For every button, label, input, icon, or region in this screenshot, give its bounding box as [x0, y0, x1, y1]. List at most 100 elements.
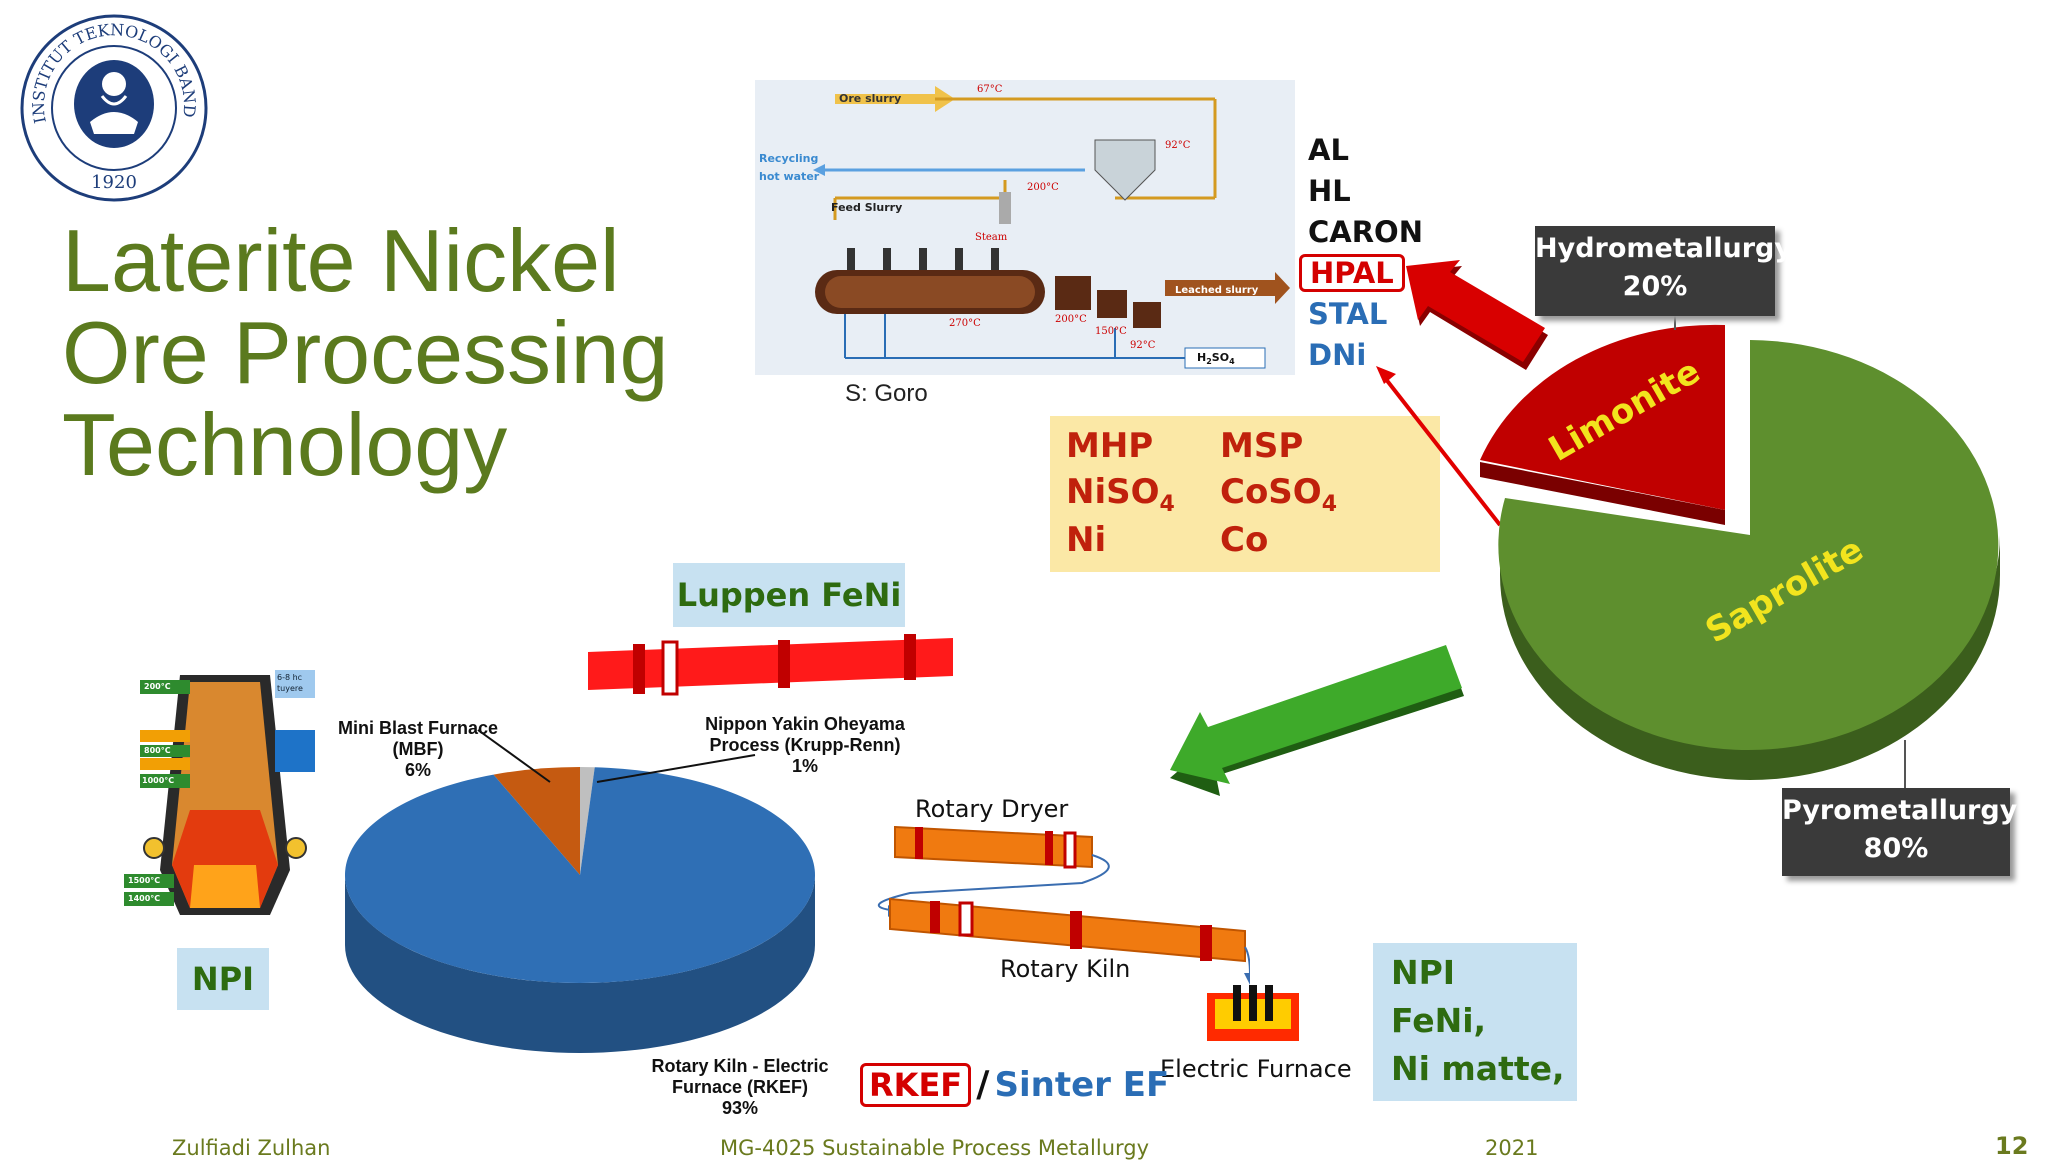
title-line-1: Laterite Nickel — [62, 211, 620, 310]
ore-type-pie: Limonite Saprolite — [1470, 320, 2030, 800]
ore-slurry-label: Ore slurry — [839, 92, 902, 105]
rkef-label-2: Furnace (RKEF) — [671, 1077, 808, 1097]
recycling-label: Recycling hot water — [759, 150, 819, 186]
route-hl: HL — [1308, 174, 1351, 208]
rkef-label-1: Rotary Kiln - Electric — [651, 1056, 829, 1076]
ore-pie-svg: Limonite Saprolite — [1470, 324, 2000, 780]
output-ni-matte: Ni matte, — [1391, 1049, 1565, 1088]
furnace-hours: 6-8 hc — [277, 673, 303, 682]
furnace-svg — [124, 670, 315, 915]
rkef-pct: 93% — [721, 1098, 759, 1118]
feed-slurry-label: Feed Slurry — [831, 201, 903, 214]
product-mhp: MHP — [1066, 426, 1154, 466]
hydro-route-list: AL HL CARON HPAL STAL DNi — [1299, 130, 1423, 376]
electric-furnace-label: Electric Furnace — [1160, 1055, 1352, 1083]
krupp-renn-label: Nippon Yakin Oheyama Process (Krupp-Renn… — [690, 714, 920, 777]
title-line-2: Ore Processing — [62, 303, 669, 402]
hydro-pct: 20% — [1622, 271, 1688, 302]
footer-course: MG-4025 Sustainable Process Metallurgy — [720, 1136, 1150, 1160]
logo-year: 1920 — [91, 172, 137, 193]
big-green-arrow-icon — [1170, 645, 1464, 796]
big-red-arrow-icon — [1406, 260, 1548, 370]
product-co: Co — [1220, 520, 1269, 560]
temp-92-bottom: 92°C — [1130, 340, 1156, 351]
route-hpal: HPAL — [1299, 254, 1405, 292]
luppen-kiln-icon — [588, 634, 953, 696]
h2so4-sub2: 4 — [1229, 357, 1235, 367]
niso-sub: 4 — [1159, 491, 1175, 517]
route-dni: DNi — [1308, 338, 1367, 372]
page-number: 12 — [1995, 1132, 2029, 1160]
hydro-name: Hydrometallurgy — [1535, 233, 1792, 264]
mbf-label-1: Mini Blast Furnace — [337, 718, 499, 738]
limonite-slice — [1480, 324, 1725, 510]
diagram-source: S: Goro — [845, 380, 928, 407]
product-ni: Ni — [1066, 520, 1107, 560]
coso-text: CoSO — [1220, 472, 1322, 512]
saprolite-slice — [1498, 340, 1999, 750]
itb-logo: INSTITUT TEKNOLOGI BANDUNG 1920 — [11, 0, 210, 204]
temp-270: 270°C — [949, 318, 981, 329]
process-tags: RKEF / Sinter EF — [860, 1063, 1170, 1107]
furnace-t1500: 1500°C — [128, 876, 161, 885]
furnace-tuyere: tuyere — [277, 684, 303, 693]
mbf-pct: 6% — [404, 760, 431, 780]
ny-pct: 1% — [791, 756, 818, 776]
rotary-kiln-label: Rotary Kiln — [1000, 955, 1131, 983]
thin-red-arrow-icon — [1376, 366, 1502, 527]
pyro-products-box: NPI FeNi, Ni matte, — [1373, 943, 1577, 1101]
temp-67: 67°C — [977, 84, 1003, 95]
pie-side-wall — [345, 875, 815, 1053]
pyro-pct: 80% — [1863, 833, 1929, 864]
limonite-side — [1470, 460, 1725, 525]
temp-200-top: 200°C — [1027, 182, 1059, 193]
npi-label-small: NPI — [177, 948, 269, 1010]
route-stal: STAL — [1308, 297, 1388, 331]
steam-label: Steam — [975, 232, 1008, 243]
h2so4-sub: 2 — [1206, 357, 1212, 367]
ny-label-1: Nippon Yakin Oheyama — [705, 714, 905, 734]
niso-text: NiSO — [1066, 472, 1160, 512]
output-npi: NPI — [1391, 953, 1456, 992]
product-msp: MSP — [1220, 426, 1304, 466]
pyro-route-pie — [344, 767, 815, 1053]
ganesha-emblem-icon — [74, 60, 154, 148]
product-niso4: NiSO4 — [1066, 472, 1175, 517]
temp-92-top: 92°C — [1165, 140, 1191, 151]
route-al: AL — [1308, 133, 1349, 167]
mbf-label-2: (MBF) — [392, 739, 444, 759]
furnace-t800: 800°C — [144, 746, 171, 755]
h2so4-label: H2SO4 — [1197, 351, 1235, 366]
blast-furnace-diagram: 200°C 800°C 1000°C 1500°C 1400°C 6-8 hc … — [120, 670, 315, 920]
hydro-products-box: MHP NiSO4 Ni MSP CoSO4 Co — [1050, 416, 1440, 572]
leached-slurry-label: Leached slurry — [1175, 285, 1259, 296]
coso-sub: 4 — [1321, 491, 1338, 517]
temp-150: 150°C — [1095, 326, 1127, 337]
ny-label-2: Process (Krupp-Renn) — [709, 735, 901, 755]
slash-sep: / — [976, 1064, 990, 1105]
product-coso4: CoSO4 — [1220, 472, 1337, 517]
rotary-dryer-label: Rotary Dryer — [915, 795, 1069, 823]
electric-furnace-icon — [1207, 985, 1299, 1041]
furnace-t200: 200°C — [144, 682, 171, 691]
title-line-3: Technology — [62, 395, 508, 494]
h2so4-so: SO — [1211, 351, 1230, 364]
slide-title: Laterite Nickel Ore Processing Technolog… — [62, 215, 668, 491]
recycling-line-1: Recycling — [759, 152, 819, 165]
pie-slice-1 — [493, 767, 580, 875]
sinter-ef-tag: Sinter EF — [994, 1065, 1170, 1105]
rkef-pie-label: Rotary Kiln - Electric Furnace (RKEF) 93… — [630, 1056, 850, 1119]
luppen-feni-label: Luppen FeNi — [673, 563, 905, 627]
temp-200-bottom: 200°C — [1055, 314, 1087, 325]
footer-author: Zulfiadi Zulhan — [172, 1136, 331, 1160]
pyro-name: Pyrometallurgy — [1782, 795, 2018, 826]
rotary-dryer-kiln-icon — [877, 825, 1250, 985]
pie-slice-2 — [580, 767, 595, 875]
h2so4-h: H — [1197, 351, 1207, 364]
footer-year: 2021 — [1485, 1136, 1539, 1160]
pie-slice-0 — [344, 767, 815, 983]
mbf-label: Mini Blast Furnace (MBF) 6% — [318, 718, 518, 781]
hydrometallurgy-label: Hydrometallurgy 20% — [1535, 226, 1792, 316]
